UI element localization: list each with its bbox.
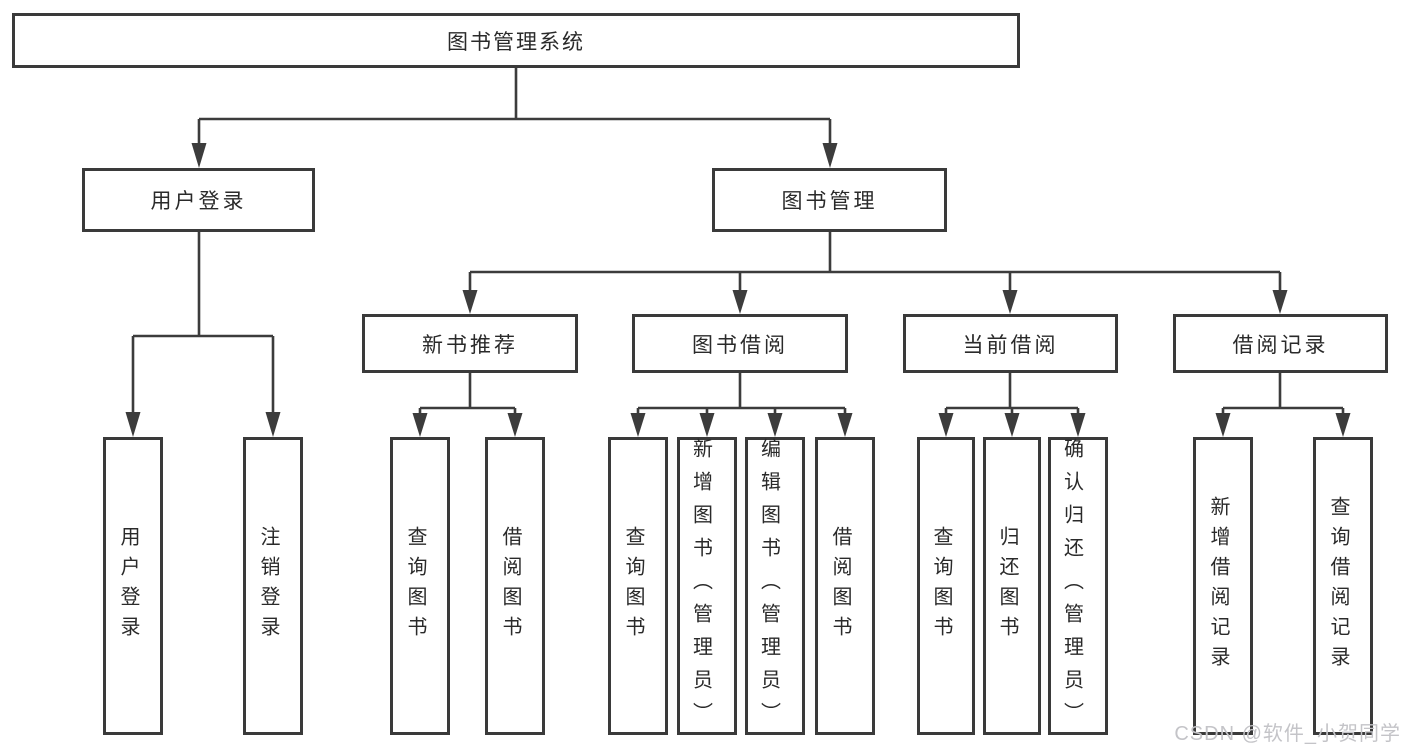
- leaf-query-books-borrowing: 查询图书: [608, 437, 668, 735]
- node-new-book-recommend: 新书推荐: [362, 314, 578, 373]
- node-current-borrowing-label: 当前借阅: [962, 333, 1059, 357]
- leaf-query-books-recommend: 查询图书: [390, 437, 450, 735]
- leaf-add-books-admin: 新增图书（管理员）: [677, 437, 737, 735]
- node-borrowing-records: 借阅记录: [1173, 314, 1388, 373]
- leaf-query-books-borrowing-label: 查询图书: [622, 526, 644, 646]
- node-root-system: 图书管理系统: [12, 13, 1020, 68]
- node-book-management: 图书管理: [712, 168, 947, 232]
- leaf-edit-books-admin-label: 编辑图书（管理员）: [757, 437, 780, 735]
- leaf-add-books-admin-label: 新增图书（管理员）: [689, 437, 712, 735]
- leaf-query-books-current-label: 查询图书: [930, 526, 952, 646]
- node-book-borrowing: 图书借阅: [632, 314, 848, 373]
- node-book-management-label: 图书管理: [781, 190, 878, 213]
- node-new-book-recommend-label: 新书推荐: [422, 333, 518, 357]
- leaf-confirm-return-admin: 确认归还（管理员）: [1048, 437, 1108, 735]
- leaf-logout: 注销登录: [243, 437, 303, 735]
- leaf-borrow-books-recommend-label: 借阅图书: [499, 526, 521, 646]
- node-current-borrowing: 当前借阅: [903, 314, 1118, 373]
- leaf-add-borrow-record-label: 新增借阅记录: [1207, 496, 1229, 676]
- leaf-logout-label: 注销登录: [257, 526, 279, 646]
- node-user-login-label: 用户登录: [150, 190, 247, 213]
- leaf-return-books-label: 归还图书: [996, 526, 1018, 646]
- csdn-watermark: CSDN @软件_小贺同学: [1174, 723, 1401, 745]
- leaf-borrow-books-borrowing: 借阅图书: [815, 437, 875, 735]
- leaf-return-books: 归还图书: [983, 437, 1041, 735]
- leaf-borrow-books-borrowing-label: 借阅图书: [829, 526, 851, 646]
- leaf-edit-books-admin: 编辑图书（管理员）: [745, 437, 805, 735]
- node-user-login: 用户登录: [82, 168, 315, 232]
- leaf-query-borrow-record-label: 查询借阅记录: [1327, 496, 1349, 676]
- node-borrowing-records-label: 借阅记录: [1232, 333, 1329, 357]
- node-book-borrowing-label: 图书借阅: [692, 333, 788, 357]
- leaf-user-login: 用户登录: [103, 437, 163, 735]
- leaf-confirm-return-admin-label: 确认归还（管理员）: [1060, 437, 1083, 735]
- leaf-query-borrow-record: 查询借阅记录: [1313, 437, 1373, 735]
- leaf-query-books-recommend-label: 查询图书: [404, 526, 426, 646]
- leaf-add-borrow-record: 新增借阅记录: [1193, 437, 1253, 735]
- leaf-user-login-label: 用户登录: [117, 526, 139, 646]
- leaf-query-books-current: 查询图书: [917, 437, 975, 735]
- node-root-label: 图书管理系统: [447, 30, 585, 54]
- leaf-borrow-books-recommend: 借阅图书: [485, 437, 545, 735]
